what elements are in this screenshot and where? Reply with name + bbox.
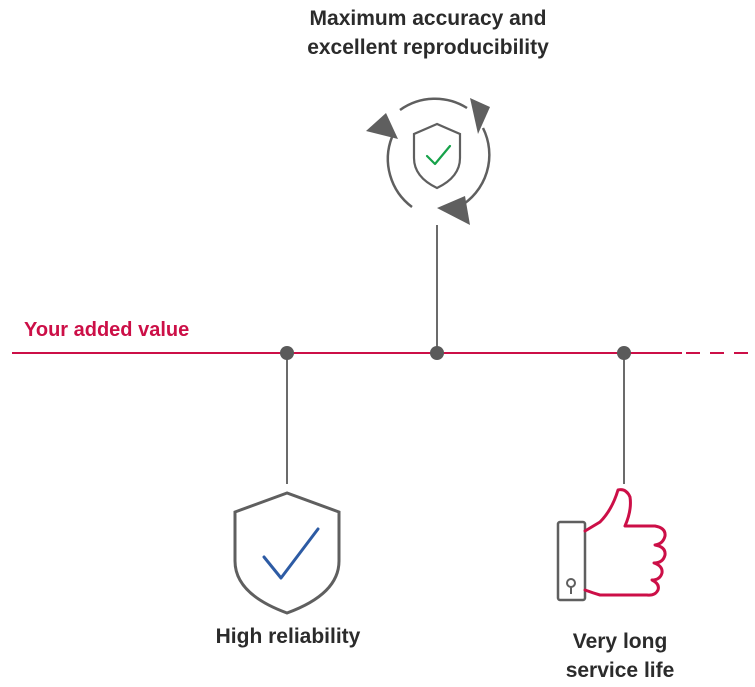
junction-dot-top xyxy=(430,346,444,360)
cycle-arrowhead-bottom-icon xyxy=(437,196,470,225)
cycle-arrowhead-left-icon xyxy=(366,113,398,139)
junction-dot-left xyxy=(280,346,294,360)
benefit-right-line2: service life xyxy=(565,659,675,682)
benefit-right-line1: Very long xyxy=(572,630,668,653)
benefit-right-label: Very long service life xyxy=(520,627,720,685)
small-shield-icon xyxy=(412,122,462,190)
large-shield-icon xyxy=(233,491,341,615)
benefit-top-line1: Maximum accuracy and xyxy=(309,7,547,30)
thumb-hand-icon xyxy=(583,488,667,597)
benefit-left-line1: High reliability xyxy=(215,625,361,648)
green-check-icon xyxy=(425,144,452,166)
blue-check-icon xyxy=(262,527,320,580)
benefit-left-label: High reliability xyxy=(170,622,406,651)
cycle-arrowhead-top-right-icon xyxy=(470,98,490,134)
cycle-arc-left-icon xyxy=(386,136,413,209)
benefit-top-line2: excellent reproducibility xyxy=(307,36,549,59)
thumb-cuff-icon xyxy=(556,520,587,602)
shield-check-icon xyxy=(233,491,341,615)
benefit-top-label: Maximum accuracy and excellent reproduci… xyxy=(258,4,598,62)
value-line-label: Your added value xyxy=(24,319,190,341)
cycle-shield-check-icon xyxy=(366,97,491,225)
cycle-arc-right-icon xyxy=(458,127,491,209)
cycle-arc-top-icon xyxy=(399,97,468,112)
thumbs-up-icon xyxy=(556,488,667,602)
junction-dot-right xyxy=(617,346,631,360)
